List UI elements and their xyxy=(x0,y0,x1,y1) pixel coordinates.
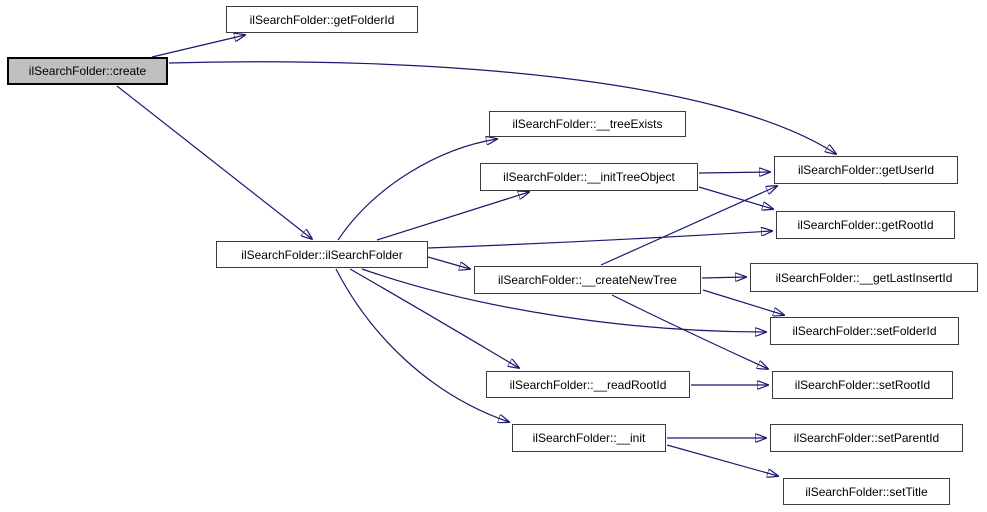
edge-ilsearchfolder-to-getrootid xyxy=(427,231,772,249)
node-create: ilSearchFolder::create xyxy=(7,57,168,85)
node-set-title[interactable]: ilSearchFolder::setTitle xyxy=(783,478,950,505)
edge-ilsearchfolder-to-createnewtree xyxy=(427,256,470,269)
edge-ilsearchfolder-to-setfolderid xyxy=(361,268,766,332)
node-tree-exists[interactable]: ilSearchFolder::__treeExists xyxy=(489,111,686,137)
node-get-user-id[interactable]: ilSearchFolder::getUserId xyxy=(774,156,958,184)
node-init[interactable]: ilSearchFolder::__init xyxy=(512,424,666,452)
node-get-last-insert-id[interactable]: ilSearchFolder::__getLastInsertId xyxy=(750,263,978,292)
edge-ilsearchfolder-to-readrootid xyxy=(349,268,519,368)
edge-create-to-getfolderid xyxy=(151,35,245,58)
edge-init-to-settitle xyxy=(666,444,778,476)
edge-createnewtree-to-getlastinsertid xyxy=(701,277,746,278)
edge-createnewtree-to-getuserid xyxy=(600,186,777,266)
edge-ilsearchfolder-to-inittreeobject xyxy=(376,192,529,241)
edge-inittreeobject-to-getuserid xyxy=(698,172,770,173)
node-set-parent-id[interactable]: ilSearchFolder::setParentId xyxy=(770,424,963,452)
node-get-root-id[interactable]: ilSearchFolder::getRootId xyxy=(776,211,955,239)
edge-createnewtree-to-setrootid xyxy=(611,294,768,369)
node-ilsearchfolder-constructor[interactable]: ilSearchFolder::ilSearchFolder xyxy=(216,241,428,268)
node-set-folder-id[interactable]: ilSearchFolder::setFolderId xyxy=(770,317,959,345)
node-read-root-id[interactable]: ilSearchFolder::__readRootId xyxy=(486,371,690,398)
edge-ilsearchfolder-to-init xyxy=(335,268,509,422)
edge-create-to-ilsearchfolder xyxy=(116,85,312,239)
node-get-folder-id[interactable]: ilSearchFolder::getFolderId xyxy=(226,6,418,33)
edge-ilsearchfolder-to-treeexists xyxy=(337,139,497,241)
edge-inittreeobject-to-getrootid xyxy=(698,186,773,209)
node-create-new-tree[interactable]: ilSearchFolder::__createNewTree xyxy=(474,266,701,294)
node-init-tree-object[interactable]: ilSearchFolder::__initTreeObject xyxy=(480,163,698,191)
edge-create-to-getuserid xyxy=(168,61,836,154)
edge-createnewtree-to-setfolderid xyxy=(702,289,784,315)
node-set-root-id[interactable]: ilSearchFolder::setRootId xyxy=(772,371,953,399)
